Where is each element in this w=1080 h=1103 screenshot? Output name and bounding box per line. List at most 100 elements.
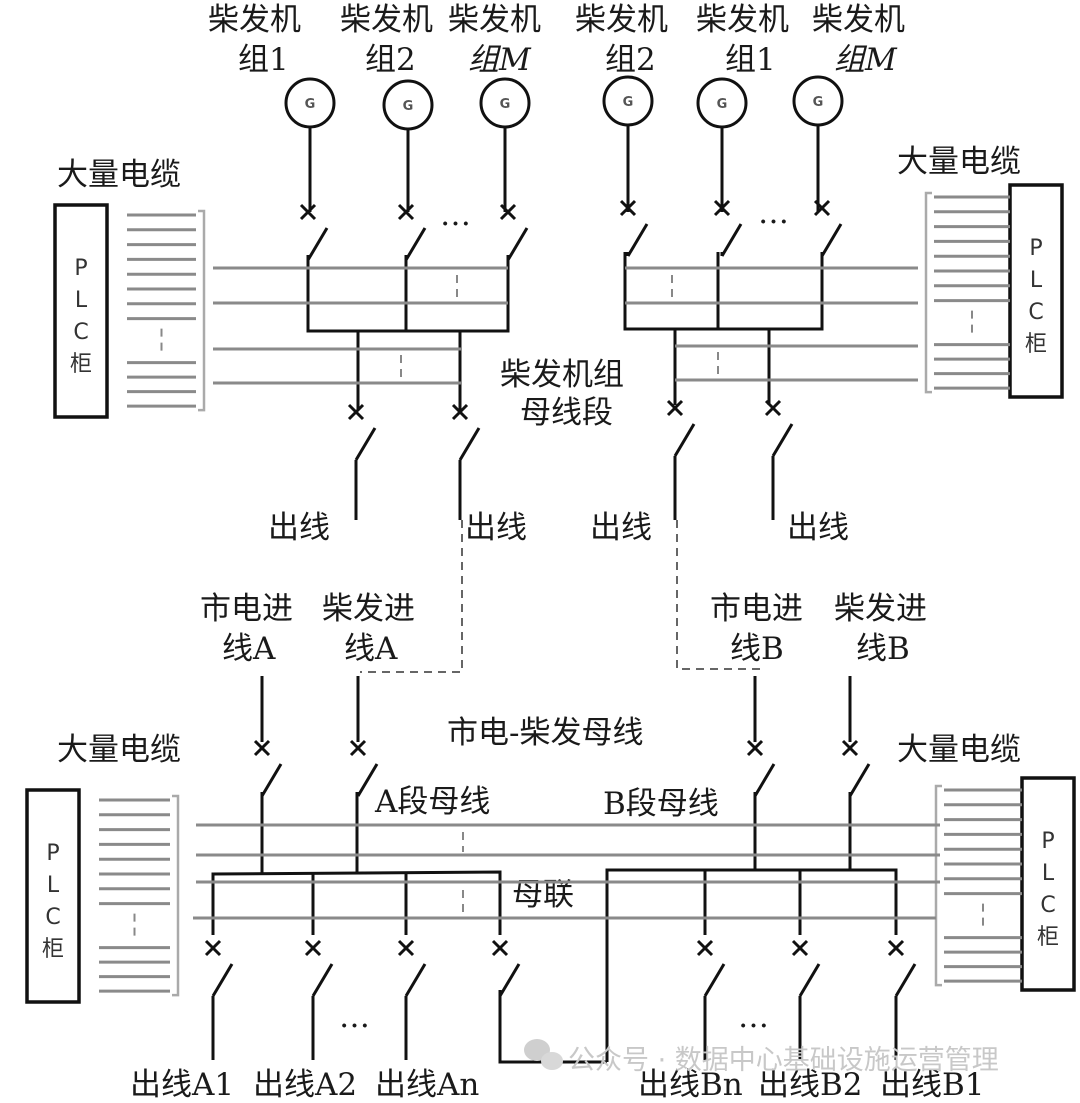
- breaker-x-stroke: [764, 399, 782, 417]
- gen-left-2-label: 柴发机: [340, 2, 433, 38]
- gen-right-1-sublabel: 组1: [725, 42, 776, 78]
- breaker-blade: [626, 223, 649, 257]
- feeder-breaker-icon: [304, 939, 334, 1060]
- generator-breaker-icon: [619, 199, 649, 257]
- plc-cabinet-box: [53, 203, 109, 419]
- link-dashed-b: [676, 520, 762, 670]
- generator-symbol: G: [403, 99, 414, 114]
- gen-left-m-sublabel: 组M: [468, 42, 532, 78]
- top-right-ellipsis: …: [758, 195, 789, 231]
- incomer-b-grid-sublabel: 线B: [730, 631, 784, 667]
- feeder-breaker-icon: [204, 939, 234, 1060]
- incomer-breaker-icon: [841, 739, 871, 797]
- feeder-breaker-icon: [397, 939, 427, 1060]
- top-left-bus: [306, 255, 510, 410]
- incomer-b-grid-label: 市电进: [710, 591, 803, 627]
- generator-symbol: G: [813, 95, 824, 110]
- breaker-x-stroke: [696, 939, 714, 957]
- breaker-x-stroke: [499, 203, 517, 221]
- breaker-blade: [703, 963, 726, 997]
- output-a2-label: 出线A2: [253, 1067, 357, 1103]
- generator-symbol: G: [717, 97, 728, 112]
- generator-symbol: G: [305, 97, 316, 112]
- cable-bracket: [934, 784, 942, 987]
- watermark: 公众号 · 数据中心基础设施运营管理: [524, 1039, 999, 1076]
- bus-b: [605, 792, 898, 1062]
- breaker-x-stroke: [397, 939, 415, 957]
- breaker-blade: [506, 227, 529, 261]
- breaker-blade: [211, 963, 234, 997]
- breaker-x-stroke: [619, 199, 637, 217]
- cable-bundle: [924, 191, 1010, 394]
- feeder-breaker-icon: [696, 939, 726, 1060]
- breaker-x-stroke: [746, 739, 764, 757]
- gen-bus-label-2: 母线段: [520, 395, 613, 431]
- gen-left-1-sublabel: 组1: [238, 42, 289, 78]
- generator-breaker-icon: [299, 203, 329, 261]
- outgoing-breaker-icon: [451, 403, 481, 520]
- gen-right-1-label: 柴发机: [696, 2, 789, 38]
- output-label-1: 出线: [268, 510, 330, 546]
- cable-bracket: [198, 209, 206, 412]
- bottom-left-ellipsis: …: [339, 999, 370, 1035]
- plc-cabinet-text: L: [47, 873, 60, 898]
- breaker-x-stroke: [347, 403, 365, 421]
- gen-left-1-label: 柴发机: [208, 2, 301, 38]
- breaker-blade: [260, 763, 283, 797]
- bottom-right-ellipsis: …: [738, 999, 769, 1035]
- generator-symbol: G: [623, 95, 634, 110]
- cable-label-top-right: 大量电缆: [897, 144, 1021, 180]
- incomer-breaker-icon: [349, 739, 379, 797]
- bus-a-bar: [211, 870, 502, 935]
- breaker-x-stroke: [666, 399, 684, 417]
- breaker-x-stroke: [299, 203, 317, 221]
- output-label-3: 出线: [590, 510, 652, 546]
- breaker-blade: [848, 763, 871, 797]
- breaker-x-stroke: [304, 939, 322, 957]
- gen-right-2-sublabel: 组2: [605, 42, 656, 78]
- gen-bus-left: [306, 255, 510, 333]
- plc-cabinet-box: [1020, 776, 1076, 992]
- gen-left-2-sublabel: 组2: [365, 42, 416, 78]
- output-label-2: 出线: [465, 510, 527, 546]
- breaker-blade: [753, 763, 776, 797]
- breaker-x-stroke: [887, 939, 905, 957]
- plc-cabinet-text: L: [75, 288, 88, 313]
- wechat-icon: [524, 1039, 563, 1070]
- breaker-blade: [306, 227, 329, 261]
- breaker-blade: [798, 963, 821, 997]
- plc-cabinet-text: 柜: [70, 352, 92, 377]
- output-b2-label: 出线B2: [758, 1067, 863, 1103]
- top-left-ellipsis: …: [440, 197, 471, 233]
- breaker-blade: [404, 963, 427, 997]
- breaker-x-stroke: [204, 939, 222, 957]
- breaker-blade: [311, 963, 334, 997]
- breaker-x-stroke: [841, 739, 859, 757]
- gen-bus-label-1: 柴发机组: [500, 357, 624, 393]
- plc-cabinet-text: 柜: [42, 937, 64, 962]
- generator: G: [602, 75, 654, 212]
- incomer-b-gen-sublabel: 线B: [856, 631, 910, 667]
- generator-breaker-icon: [813, 199, 843, 257]
- breaker-blade: [404, 227, 427, 261]
- cable-bracket: [172, 794, 180, 997]
- bus-a-label: A段母线: [374, 784, 490, 820]
- breaker-blade: [820, 223, 843, 257]
- incomer-breaker-icon: [746, 739, 776, 797]
- generator-breaker-icon: [713, 199, 743, 257]
- breaker-blade: [356, 763, 379, 797]
- breaker-x-stroke: [813, 199, 831, 217]
- cable-label-bottom-left: 大量电缆: [57, 732, 181, 768]
- breaker-blade: [458, 427, 481, 461]
- cable-label-bottom-right: 大量电缆: [897, 732, 1021, 768]
- cable-bundle: [99, 794, 180, 997]
- plc-cabinet-text: C: [73, 320, 88, 345]
- generator-labels: 柴发机 组1 柴发机 组2 柴发机 组M 柴发机 组2 柴发机 组1 柴发机 组…: [208, 2, 905, 78]
- incomer-b-gen-label: 柴发进: [834, 591, 927, 627]
- incomer-breaker-icon: [253, 739, 283, 797]
- generator: G: [479, 77, 531, 212]
